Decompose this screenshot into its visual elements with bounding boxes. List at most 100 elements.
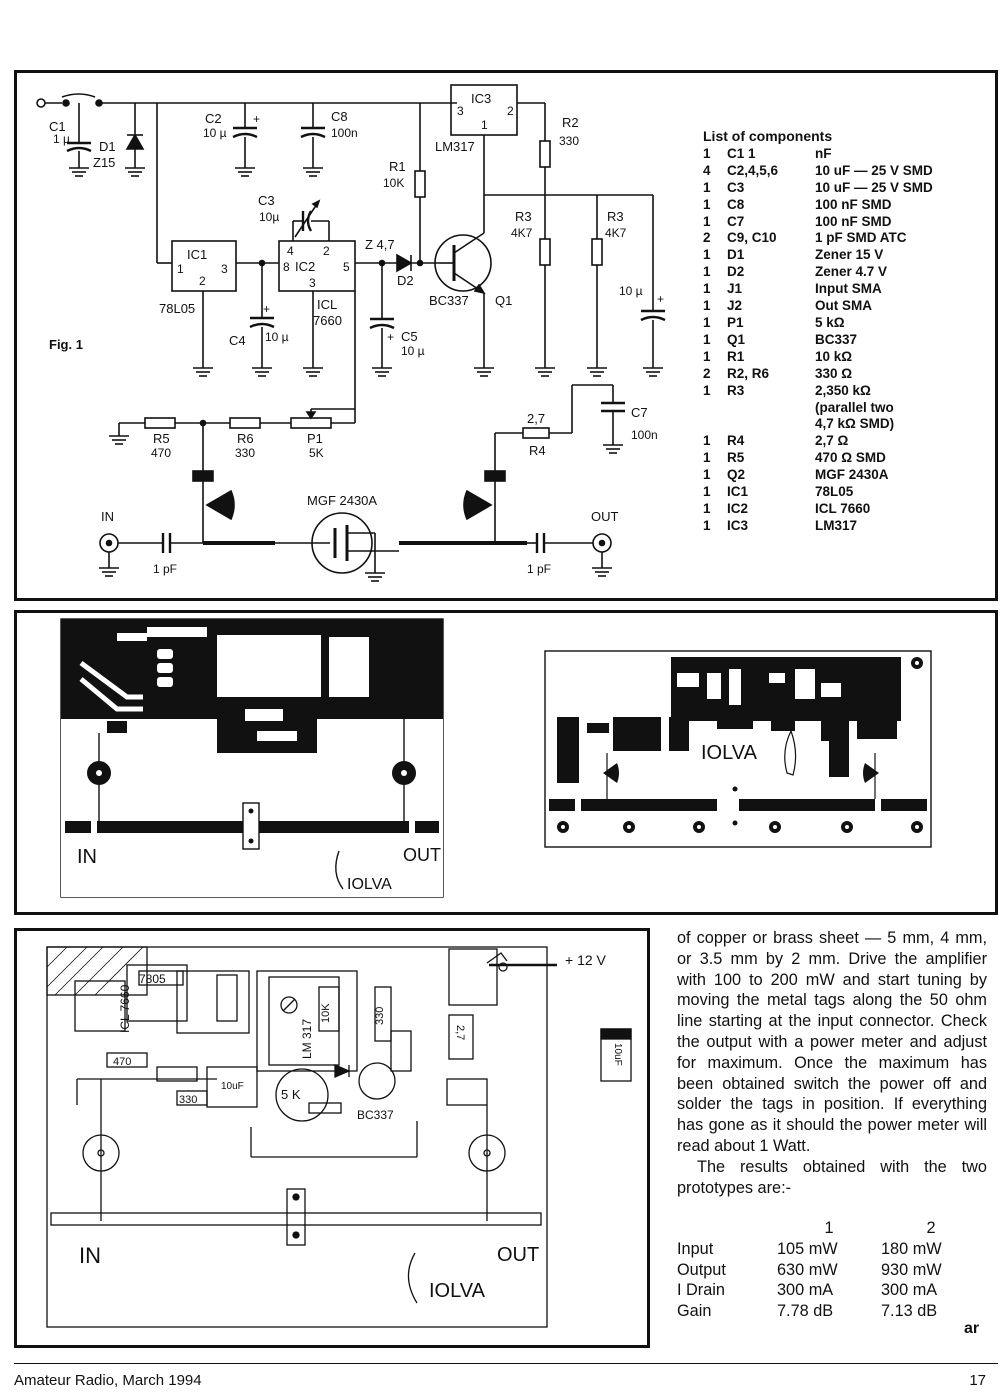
c5-label: C5 (401, 329, 418, 344)
component-qty: 1 (703, 145, 711, 161)
ic1-box (171, 240, 237, 292)
results-p2: 300 mA (881, 1281, 938, 1300)
footer-publication: Amateur Radio, March 1994 (14, 1372, 202, 1389)
d1-label: D1 (99, 139, 116, 154)
component-ref: D1 (727, 247, 745, 263)
c-out-value: 10 µ (619, 284, 643, 298)
component-ref: Q2 (727, 467, 746, 483)
c-out-rf-value: 1 pF (527, 562, 551, 576)
layout-ic3: LM 317 (300, 1019, 314, 1059)
c1-value: 1 µ (53, 132, 70, 146)
results-p1: 105 mW (777, 1239, 838, 1258)
svg-text:+: + (263, 302, 270, 316)
svg-text:3: 3 (221, 262, 228, 276)
component-ref: D2 (727, 264, 745, 280)
ic2-name-2: 7660 (313, 313, 342, 328)
layout-panel: + 12 V 7805 ICL 7660 LM 317 10K 330 2,7 … (14, 928, 650, 1348)
svg-text:4: 4 (287, 244, 294, 258)
component-ref: C8 (727, 196, 745, 212)
layout-p1: 5 K (281, 1087, 301, 1102)
ground-symbol (69, 167, 89, 177)
component-qty: 1 (703, 179, 711, 195)
component-qty: 1 (703, 314, 711, 330)
results-p2: 7.13 dB (881, 1302, 938, 1321)
schematic-panel: C1 1 µ D1 Z15 C2 10 µ + C8 100n IC3 3 2 … (14, 70, 998, 601)
component-value: 100 nF SMD (815, 213, 892, 229)
component-qty (703, 400, 727, 417)
in-label: IN (101, 509, 114, 524)
results-label: Gain (677, 1302, 712, 1321)
c4-label: C4 (229, 333, 246, 348)
results-row: Gain 7.78 dB 7.13 dB (677, 1301, 987, 1322)
component-ref: J2 (727, 298, 743, 314)
component-qty: 1 (703, 264, 711, 280)
component-value: 5 kΩ (815, 314, 845, 330)
r6-label: R6 (237, 431, 254, 446)
layout-supply-label: + 12 V (565, 952, 607, 968)
out-label: OUT (591, 509, 619, 524)
svg-text:2: 2 (507, 104, 514, 118)
component-value: 2,350 kΩ (815, 382, 871, 398)
ic2-label: IC2 (295, 259, 315, 274)
component-row: 1 R3 2,350 kΩ (703, 383, 993, 400)
ic1-label: IC1 (187, 247, 207, 262)
svg-text:1: 1 (177, 262, 184, 276)
end-mark: ar (964, 1320, 980, 1337)
layout-r2: 330 (374, 1007, 386, 1025)
results-p1: 630 mW (777, 1260, 838, 1279)
figure-label: Fig. 1 (49, 337, 83, 352)
component-qty: 1 (703, 213, 711, 229)
d2-label: D2 (397, 273, 414, 288)
footer-rule (14, 1363, 998, 1364)
component-value: BC337 (815, 331, 858, 347)
q2-name: MGF 2430A (307, 493, 377, 508)
component-qty: 1 (703, 281, 711, 297)
pcb-right-outline (544, 650, 932, 848)
component-ref: Q1 (727, 331, 746, 347)
component-qty: 1 (703, 500, 711, 516)
component-qty: 1 (703, 331, 711, 347)
component-value: (parallel two (815, 399, 894, 415)
r1-value: 10K (383, 176, 404, 190)
r4-value: 2,7 (527, 411, 545, 426)
r3a-value: 4K7 (511, 226, 533, 240)
c1-label: C1 (49, 119, 66, 134)
c3-value: 10µ (259, 210, 279, 224)
layout-board-outline (46, 946, 548, 1328)
component-row: 1 Q1 BC337 (703, 332, 993, 349)
component-value: 10 uF — 25 V SMD (815, 162, 933, 178)
c4-value: 10 µ (265, 330, 289, 344)
layout-out-label: OUT (497, 1244, 539, 1266)
component-qty: 1 (703, 517, 711, 533)
component-ref: C3 (727, 179, 745, 195)
results-p2: 930 mW (881, 1260, 942, 1279)
component-qty: 1 (703, 348, 711, 364)
results-col-2: 2 (926, 1219, 936, 1237)
results-p1: 7.78 dB (777, 1302, 834, 1321)
c3-label: C3 (258, 193, 275, 208)
c7-value: 100n (631, 428, 658, 442)
component-qty: 1 (703, 298, 711, 314)
component-ref (727, 400, 815, 417)
c8-label: C8 (331, 109, 348, 124)
article-body: of copper or brass sheet — 5 mm, 4 mm, o… (677, 928, 987, 1198)
component-qty: 1 (703, 196, 711, 212)
component-qty: 1 (703, 382, 711, 398)
q1-label: Q1 (495, 293, 512, 308)
r3a-label: R3 (515, 209, 532, 224)
r3b-label: R3 (607, 209, 624, 224)
ic2-box (278, 240, 356, 292)
q1-name: BC337 (429, 293, 469, 308)
component-ref: R3 (727, 382, 745, 398)
